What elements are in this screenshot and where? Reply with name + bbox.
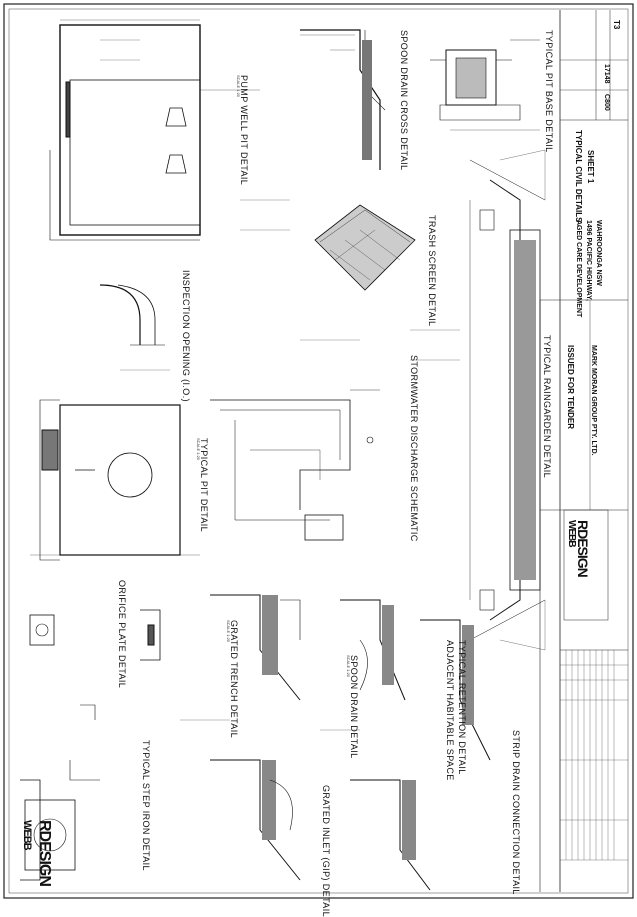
inner-border (8, 8, 629, 894)
orifice-plate-detail (29, 609, 161, 661)
scale-pump-well: SCALE 1:20 (236, 75, 241, 98)
drawing-title-line2: SHEET 1 (586, 150, 595, 184)
job-number: 17148 (603, 64, 610, 84)
title-inspection-opening: INSPECTION OPENING (I.O.) (181, 270, 191, 403)
client-name: MARK MORAN GROUP PTY. LTD. (590, 345, 597, 456)
scale-grated-trench: SCALE 1:20 (226, 620, 231, 643)
title-raingarden: TYPICAL RAINGARDEN DETAIL (542, 335, 552, 479)
spoon-drain-cross-detail (300, 29, 386, 170)
project-line1: AGED CARE DEVELOPMENT (575, 220, 582, 318)
title-adjacent-habitable: ADJACENT HABITABLE SPACE (445, 640, 455, 781)
inspection-opening-detail (99, 284, 165, 346)
revision-table (560, 650, 628, 861)
retention-detail (420, 619, 491, 761)
drawing-title-line1: TYPICAL CIVIL DETAILS - (574, 130, 583, 228)
raingarden-detail (469, 149, 546, 651)
pit-base-detail (430, 39, 540, 131)
project-line3: WAHROONGA NSW (595, 220, 602, 286)
project-line2: 1496 PACIFIC HIGHWAY, (585, 220, 592, 301)
step-iron-detail (20, 704, 100, 881)
title-retention: TYPICAL RETENTION DETAIL (457, 640, 467, 775)
title-grated-inlet: GRATED INLET (GIP) DETAIL (321, 785, 331, 917)
scale-spoon-drain: SCALE 1:20 (346, 655, 351, 678)
scale-typical-pit: SCALE 1:20 (196, 438, 201, 461)
bottom-logo-prefix: WEBB (21, 820, 33, 850)
logo-prefix: WEBB (566, 520, 577, 547)
drawing-number: C800 (603, 94, 610, 111)
title-orifice-plate: ORIFICE PLATE DETAIL (117, 580, 127, 689)
title-typical-pit-base: TYPICAL PIT BASE DETAIL (544, 30, 554, 153)
title-spoon-drain-cross: SPOON DRAIN CROSS DETAIL (399, 30, 409, 171)
title-strip-drain: STRIP DRAIN CONNECTION DETAIL (511, 730, 521, 895)
grated-inlet-detail (210, 759, 301, 881)
sheet-border (3, 3, 634, 899)
pump-well-pit-detail (49, 19, 260, 241)
grated-trench-detail (210, 594, 301, 701)
title-block (539, 10, 628, 892)
leader-lines (100, 39, 460, 731)
typical-pit-detail (30, 399, 200, 561)
stormwater-schematic (210, 389, 380, 541)
revision-code: T3 (612, 20, 621, 30)
logo-mark: RDESIGN (575, 520, 591, 577)
strip-drain-detail (350, 779, 431, 891)
status-text: ISSUED FOR TENDER (566, 345, 575, 430)
spoon-drain-detail (340, 599, 406, 701)
bottom-logo-mark: RDESIGN (36, 820, 53, 886)
trash-screen-detail (314, 204, 416, 291)
title-stormwater-schematic: STORMWATER DISCHARGE SCHEMATIC (409, 355, 419, 542)
title-trash-screen: TRASH SCREEN DETAIL (427, 215, 437, 327)
title-step-iron: TYPICAL STEP IRON DETAIL (141, 740, 151, 871)
